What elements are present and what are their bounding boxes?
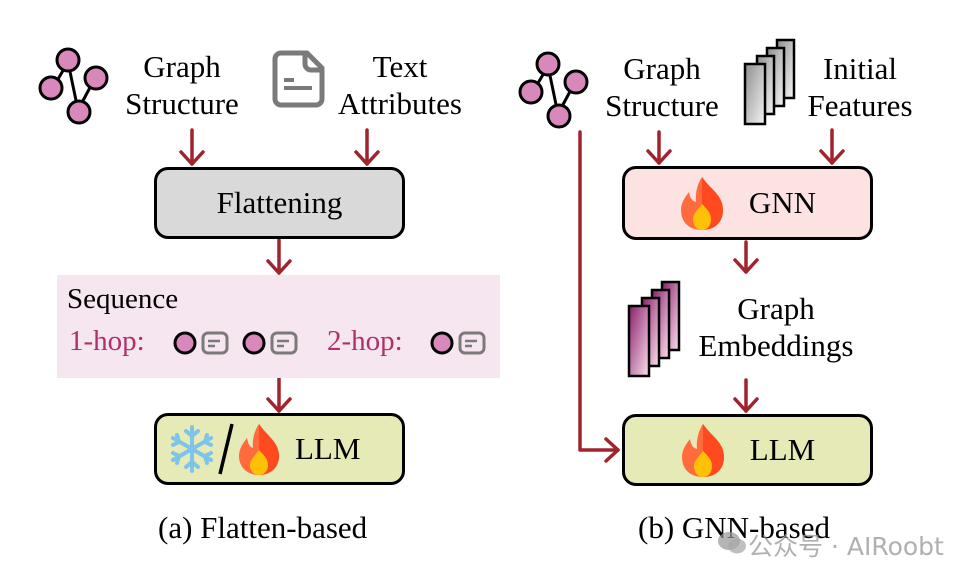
input-text-attributes: Text Attributes <box>338 49 462 121</box>
flattening-box: Flattening <box>154 167 405 239</box>
flattening-label: Flattening <box>216 185 343 220</box>
hop1-label: 1-hop: <box>69 325 145 357</box>
graph-embeddings-label: Graph Embeddings <box>698 291 854 363</box>
snowflake-icon <box>171 425 213 473</box>
arrow-features-to-gnn <box>819 128 845 165</box>
wechat-icon <box>718 532 746 554</box>
watermark: 公众号 · AIRoobt <box>748 532 944 561</box>
arrow-sequence-to-llm <box>266 376 292 413</box>
graph-icon <box>38 47 109 125</box>
hop2-label: 2-hop: <box>327 325 403 357</box>
fire-icon <box>680 177 723 230</box>
arrow-graph-to-gnn <box>646 130 672 165</box>
input-graph-structure: Graph Structure <box>125 49 239 121</box>
arrow-flatten-to-sequence <box>266 238 292 275</box>
fire-icon <box>681 424 724 477</box>
llm-box-a: LLM <box>154 413 405 485</box>
arrow-graph-bypass-to-llm <box>578 130 620 463</box>
sequence-panel: Sequence 1-hop: 2-hop: <box>57 275 500 378</box>
text-token-icon <box>201 331 229 355</box>
gnn-label: GNN <box>748 185 817 220</box>
llm-box-b: LLM <box>622 414 873 486</box>
arrow-embeddings-to-llm <box>733 378 759 413</box>
arrow-graph-to-flatten <box>179 128 205 166</box>
fire-icon <box>239 424 279 475</box>
node-token-icon <box>430 331 454 355</box>
slash-divider <box>218 423 234 475</box>
sequence-title: Sequence <box>67 283 179 315</box>
graph-embeddings-icon <box>627 280 681 378</box>
llm-label-b: LLM <box>749 432 816 467</box>
input-graph-structure-b: Graph Structure <box>605 51 719 123</box>
text-token-icon <box>458 331 486 355</box>
arrow-gnn-to-embeddings <box>733 240 759 274</box>
text-token-icon <box>270 331 298 355</box>
feature-stack-icon <box>743 38 796 126</box>
llm-label-a: LLM <box>295 431 361 466</box>
graph-icon <box>518 51 589 129</box>
caption-a: (a) Flatten-based <box>158 510 368 545</box>
input-initial-features: Initial Features <box>807 51 913 123</box>
gnn-box: GNN <box>622 166 873 240</box>
document-icon <box>272 50 325 108</box>
node-token-icon <box>242 331 266 355</box>
arrow-text-to-flatten <box>354 128 380 166</box>
node-token-icon <box>173 331 197 355</box>
